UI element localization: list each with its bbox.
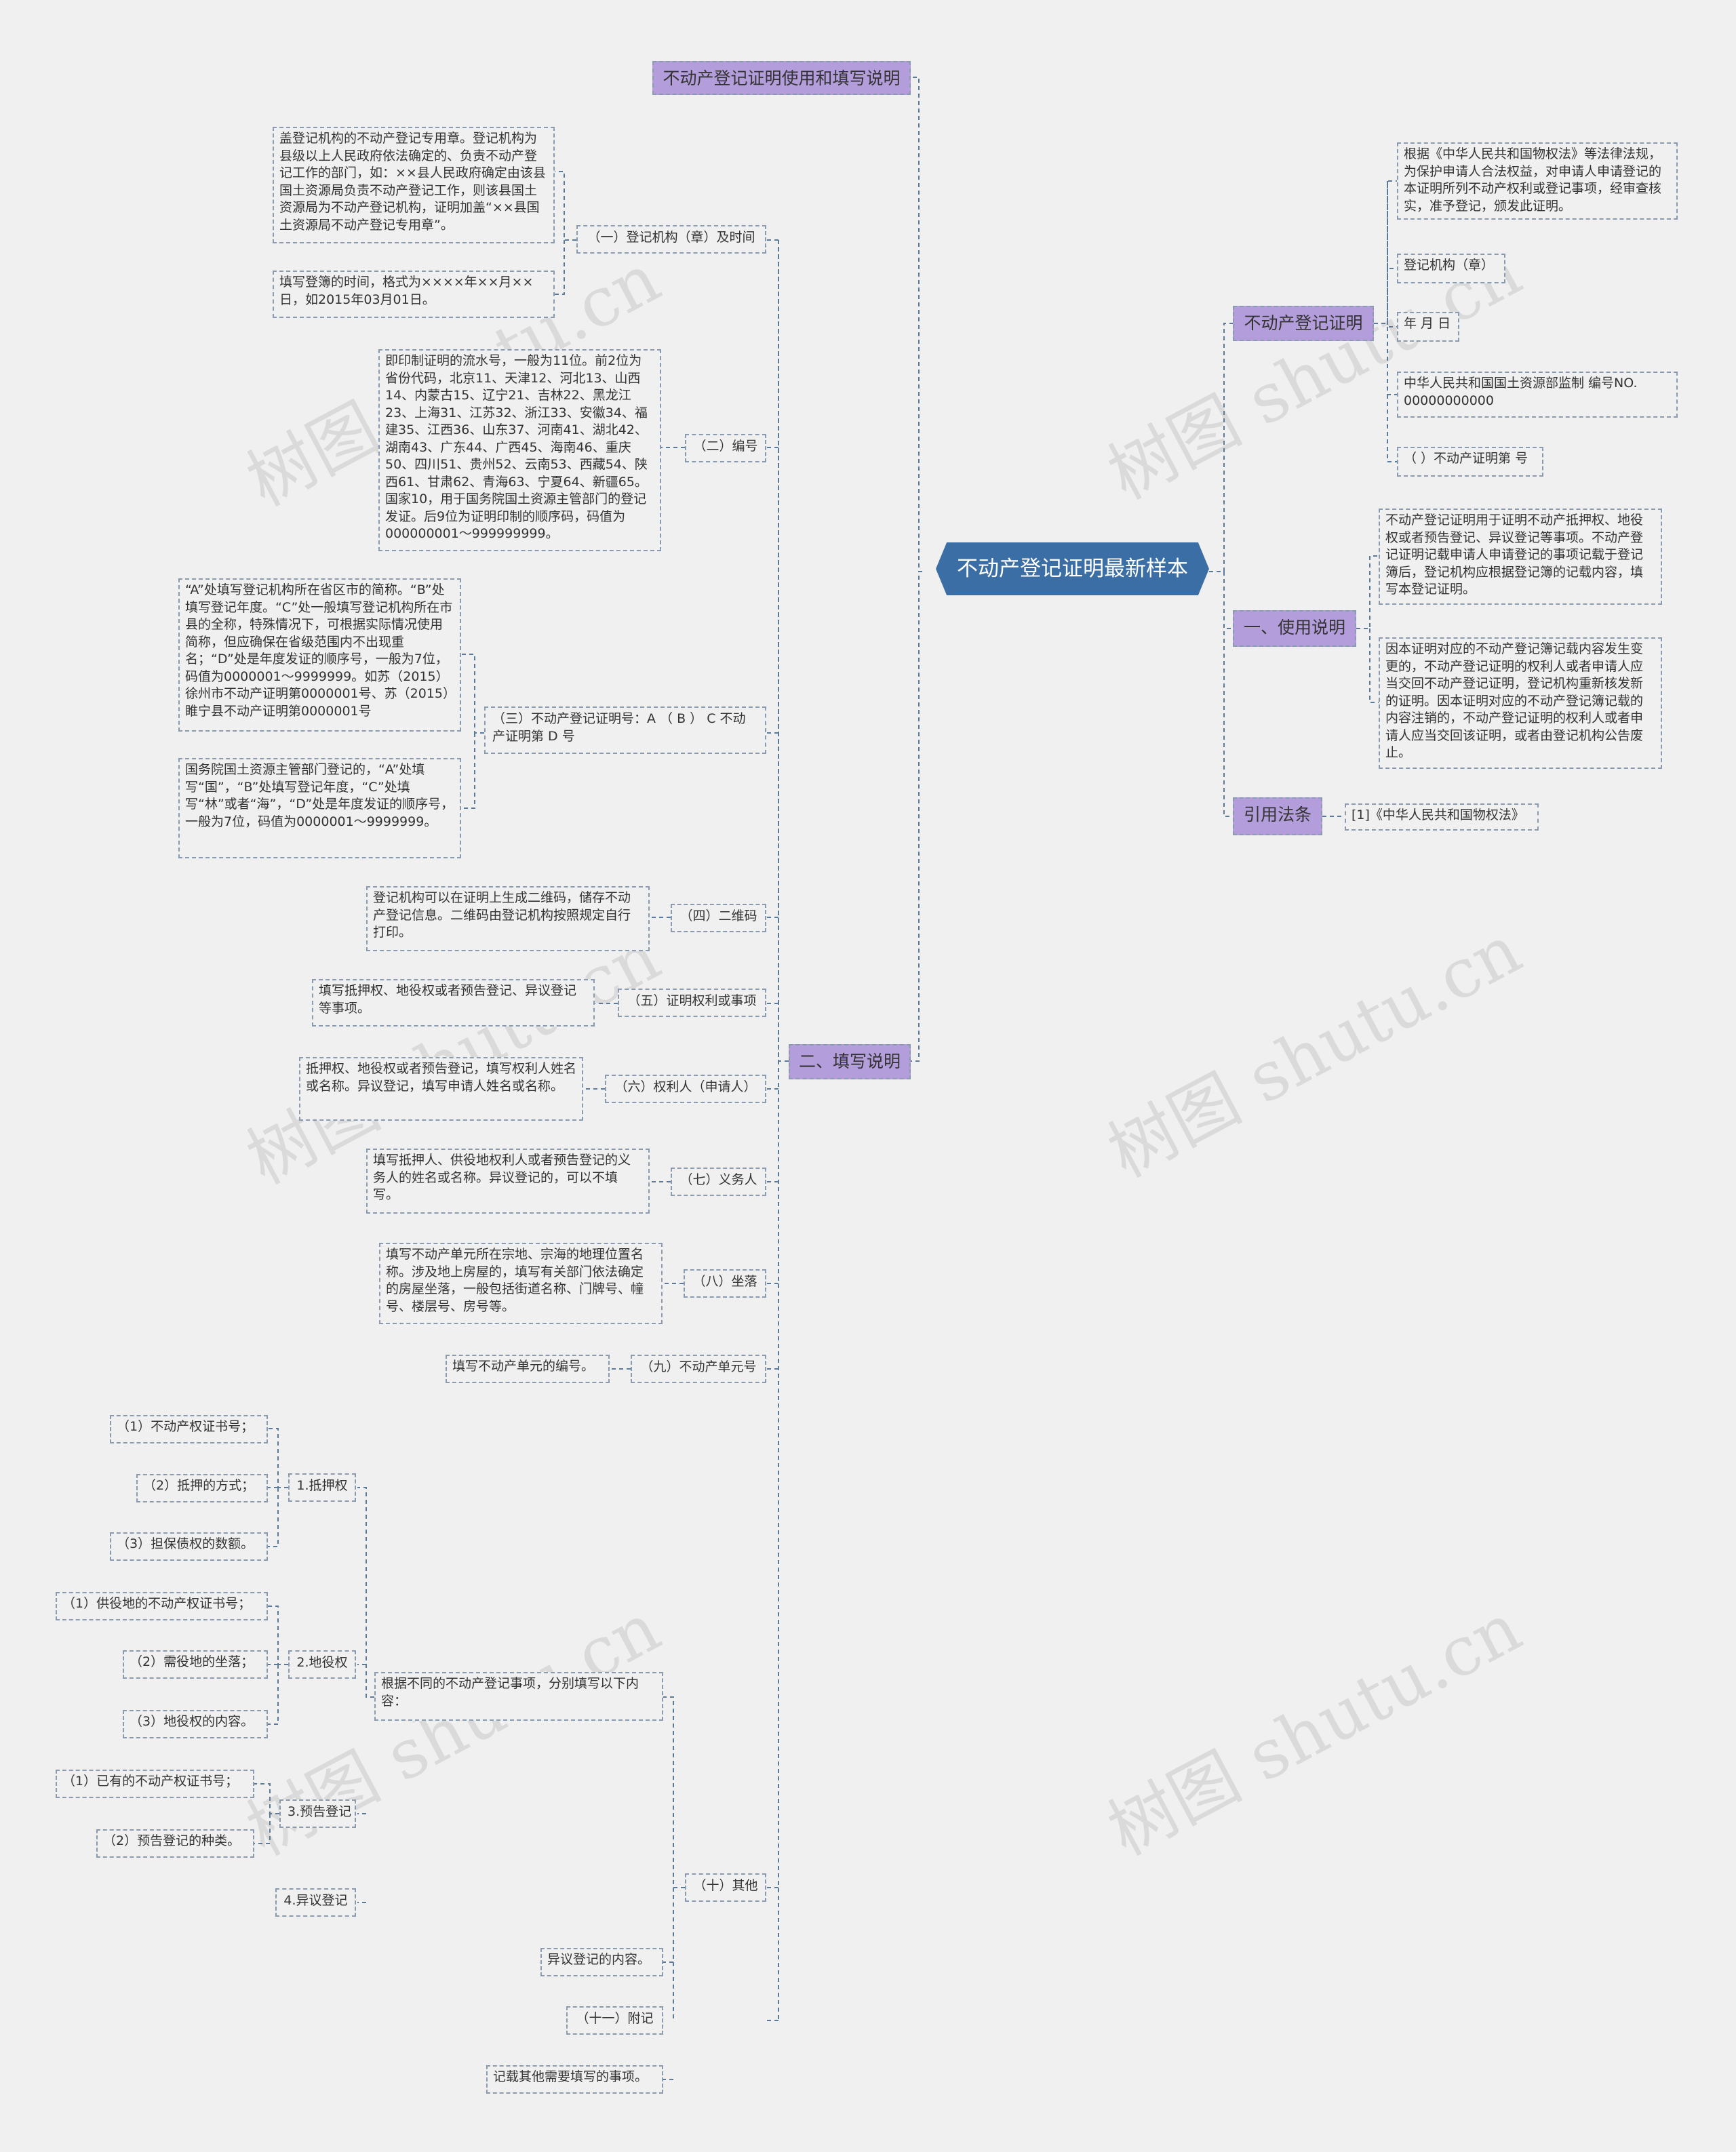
group-item: （1）已有的不动产权证书号； <box>56 1770 254 1798</box>
section-other-intro: 根据不同的不动产登记事项，分别填写以下内容： <box>374 1672 663 1721</box>
cert-item: 根据《中华人民共和国物权法》等法律法规，为保护申请人合法权益，对申请人申请登记的… <box>1397 142 1678 220</box>
group-item: （3）地役权的内容。 <box>123 1710 268 1738</box>
usage-item: 不动产登记证明用于证明不动产抵押权、地役权或者预告登记、异议登记等事项。不动产登… <box>1379 509 1662 605</box>
cert-item: 登记机构（章） <box>1397 254 1505 283</box>
section-item: 记载其他需要填写的事项。 <box>486 2065 663 2094</box>
section-item: 盖登记机构的不动产登记专用章。登记机构为县级以上人民政府依法确定的、负责不动产登… <box>273 127 555 243</box>
group-easement[interactable]: 2.地役权 <box>288 1650 356 1679</box>
cert-item: 中华人民共和国国土资源部监制 编号NO. 00000000000 <box>1397 372 1678 418</box>
usage-item: 因本证明对应的不动产登记簿记载内容发生变更的，不动产登记证明的权利人或者申请人应… <box>1379 637 1662 769</box>
cert-item: （ ）不动产证明第 号 <box>1397 447 1543 477</box>
section-item: 填写抵押权、地役权或者预告登记、异议登记等事项。 <box>312 979 595 1027</box>
watermark: 树图 shutu.cn <box>234 1587 673 1871</box>
section-item: 抵押权、地役权或者预告登记，填写权利人姓名或名称。异议登记，填写申请人姓名或名称… <box>299 1057 583 1121</box>
section-item: “A”处填写登记机构所在省区市的简称。“B”处填写登记年度。“C”处一般填写登记… <box>178 578 461 732</box>
section-item: 填写抵押人、供役地权利人或者预告登记的义务人的姓名或名称。异议登记的，可以不填写… <box>366 1149 650 1214</box>
section-rights[interactable]: （五）证明权利或事项 <box>618 989 766 1017</box>
section-right-holder[interactable]: （六）权利人（申请人） <box>605 1075 766 1103</box>
section-registration-agency[interactable]: （一）登记机构（章）及时间 <box>576 225 766 254</box>
group-item: （2）需役地的坐落； <box>123 1650 268 1679</box>
section-item: 国务院国土资源主管部门登记的，“A”处填写“国”，“B”处填写登记年度，“C”处… <box>178 758 461 858</box>
title-node[interactable]: 不动产登记证明使用和填写说明 <box>652 61 911 95</box>
group-item: （1）供役地的不动产权证书号； <box>56 1592 268 1620</box>
group-objection[interactable]: 4.异议登记 <box>275 1888 356 1917</box>
law-branch[interactable]: 引用法条 <box>1233 797 1322 835</box>
root-node[interactable]: 不动产登记证明最新样本 <box>936 542 1209 595</box>
section-item: 即印制证明的流水号，一般为11位。前2位为省份代码，北京11、天津12、河北13… <box>378 349 661 551</box>
section-note[interactable]: （十一）附记 <box>566 2006 663 2035</box>
group-advance-notice[interactable]: 3.预告登记 <box>279 1799 356 1828</box>
group-item: （2）预告登记的种类。 <box>96 1829 254 1858</box>
section-location[interactable]: （八）坐落 <box>684 1269 766 1298</box>
section-item: 填写不动产单元所在宗地、宗海的地理位置名称。涉及地上房屋的，填写有关部门依法确定… <box>379 1243 663 1324</box>
section-unit-number[interactable]: （九）不动产单元号 <box>631 1355 766 1383</box>
section-item: 填写登簿的时间，格式为××××年××月××日，如2015年03月01日。 <box>273 271 555 318</box>
group-item: （2）抵押的方式； <box>136 1474 268 1502</box>
section-item: 登记机构可以在证明上生成二维码，储存不动产登记信息。二维码由登记机构按照规定自行… <box>366 886 650 951</box>
law-item: [1]《中华人民共和国物权法》 <box>1345 803 1539 831</box>
watermark: 树图 shutu.cn <box>1095 909 1534 1193</box>
section-number[interactable]: （二）编号 <box>685 434 766 462</box>
cert-branch[interactable]: 不动产登记证明 <box>1233 306 1374 341</box>
fill-branch[interactable]: 二、填写说明 <box>789 1044 911 1079</box>
section-item: 填写不动产单元的编号。 <box>446 1355 610 1383</box>
section-other-extra: 异议登记的内容。 <box>540 1948 663 1976</box>
group-mortgage[interactable]: 1.抵押权 <box>288 1473 356 1502</box>
section-obligor[interactable]: （七）义务人 <box>671 1168 766 1196</box>
cert-item: 年 月 日 <box>1397 312 1459 342</box>
section-qrcode[interactable]: （四）二维码 <box>671 904 766 932</box>
watermark: 树图 shutu.cn <box>1095 1587 1534 1871</box>
usage-branch[interactable]: 一、使用说明 <box>1233 610 1356 647</box>
group-item: （1）不动产权证书号； <box>110 1415 268 1443</box>
section-cert-number[interactable]: （三）不动产登记证明号：A （ B ） C 不动产证明第 D 号 <box>484 706 766 754</box>
group-item: （3）担保债权的数额。 <box>110 1532 268 1561</box>
section-other[interactable]: （十）其他 <box>685 1873 766 1902</box>
